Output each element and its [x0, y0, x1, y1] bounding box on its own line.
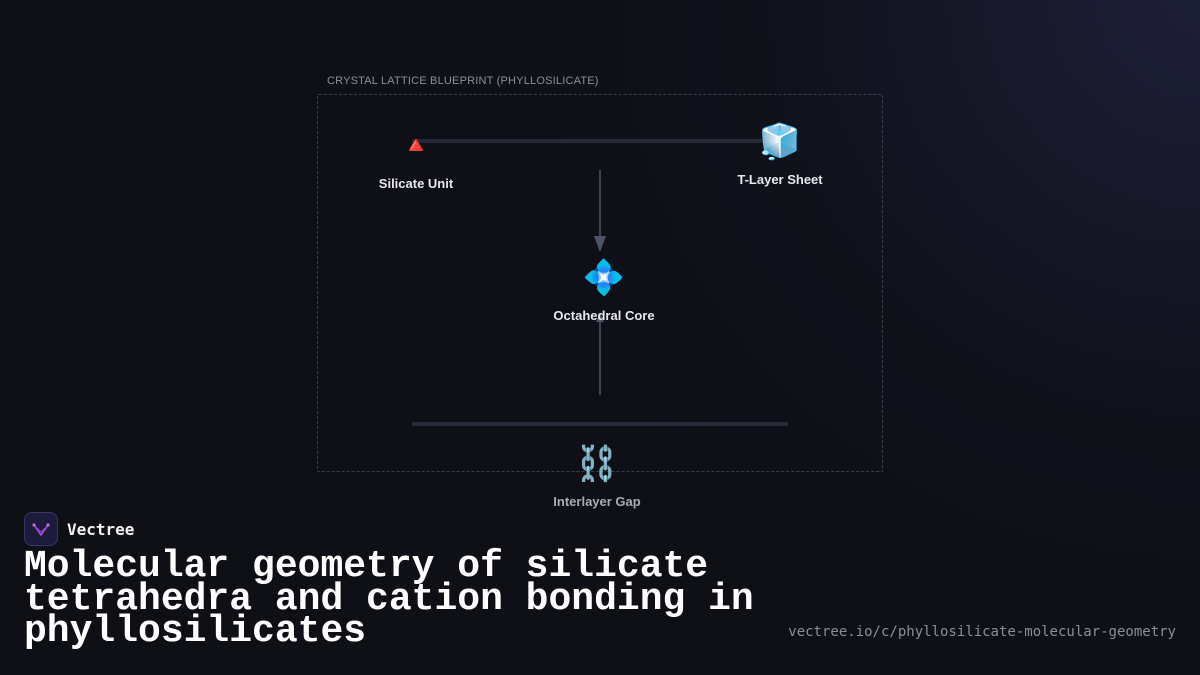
diamond-icon: 💠 [582, 259, 626, 297]
node-silicate-unit: 🔺 Silicate Unit [336, 126, 496, 191]
page-url: vectree.io/c/phyllosilicate-molecular-ge… [788, 624, 1176, 640]
chain-icon: ⛓️ [575, 445, 619, 483]
node-octahedral-core: 💠 Octahedral Core [524, 258, 684, 323]
page-title: Molecular geometry of silicate tetrahedr… [24, 545, 754, 653]
brand-name: Vectree [67, 519, 135, 539]
node-t-layer-sheet: 🧊 T-Layer Sheet [700, 122, 860, 187]
arrow-up-head [596, 312, 604, 322]
brand: Vectree [24, 512, 134, 546]
node-label: Silicate Unit [378, 176, 454, 191]
node-interlayer-gap: ⛓️ Interlayer Gap [517, 444, 677, 509]
node-label: Interlayer Gap [553, 494, 641, 509]
triangle-icon: 🔺 [401, 132, 431, 159]
node-label: T-Layer Sheet [737, 172, 823, 187]
vectree-logo-icon [24, 512, 58, 546]
ice-cube-icon: 🧊 [758, 123, 802, 161]
arrow-down-head [594, 236, 606, 252]
lattice-frame [317, 94, 883, 472]
node-label: Octahedral Core [553, 308, 655, 323]
frame-label: CRYSTAL LATTICE BLUEPRINT (PHYLLOSILICAT… [327, 75, 599, 87]
